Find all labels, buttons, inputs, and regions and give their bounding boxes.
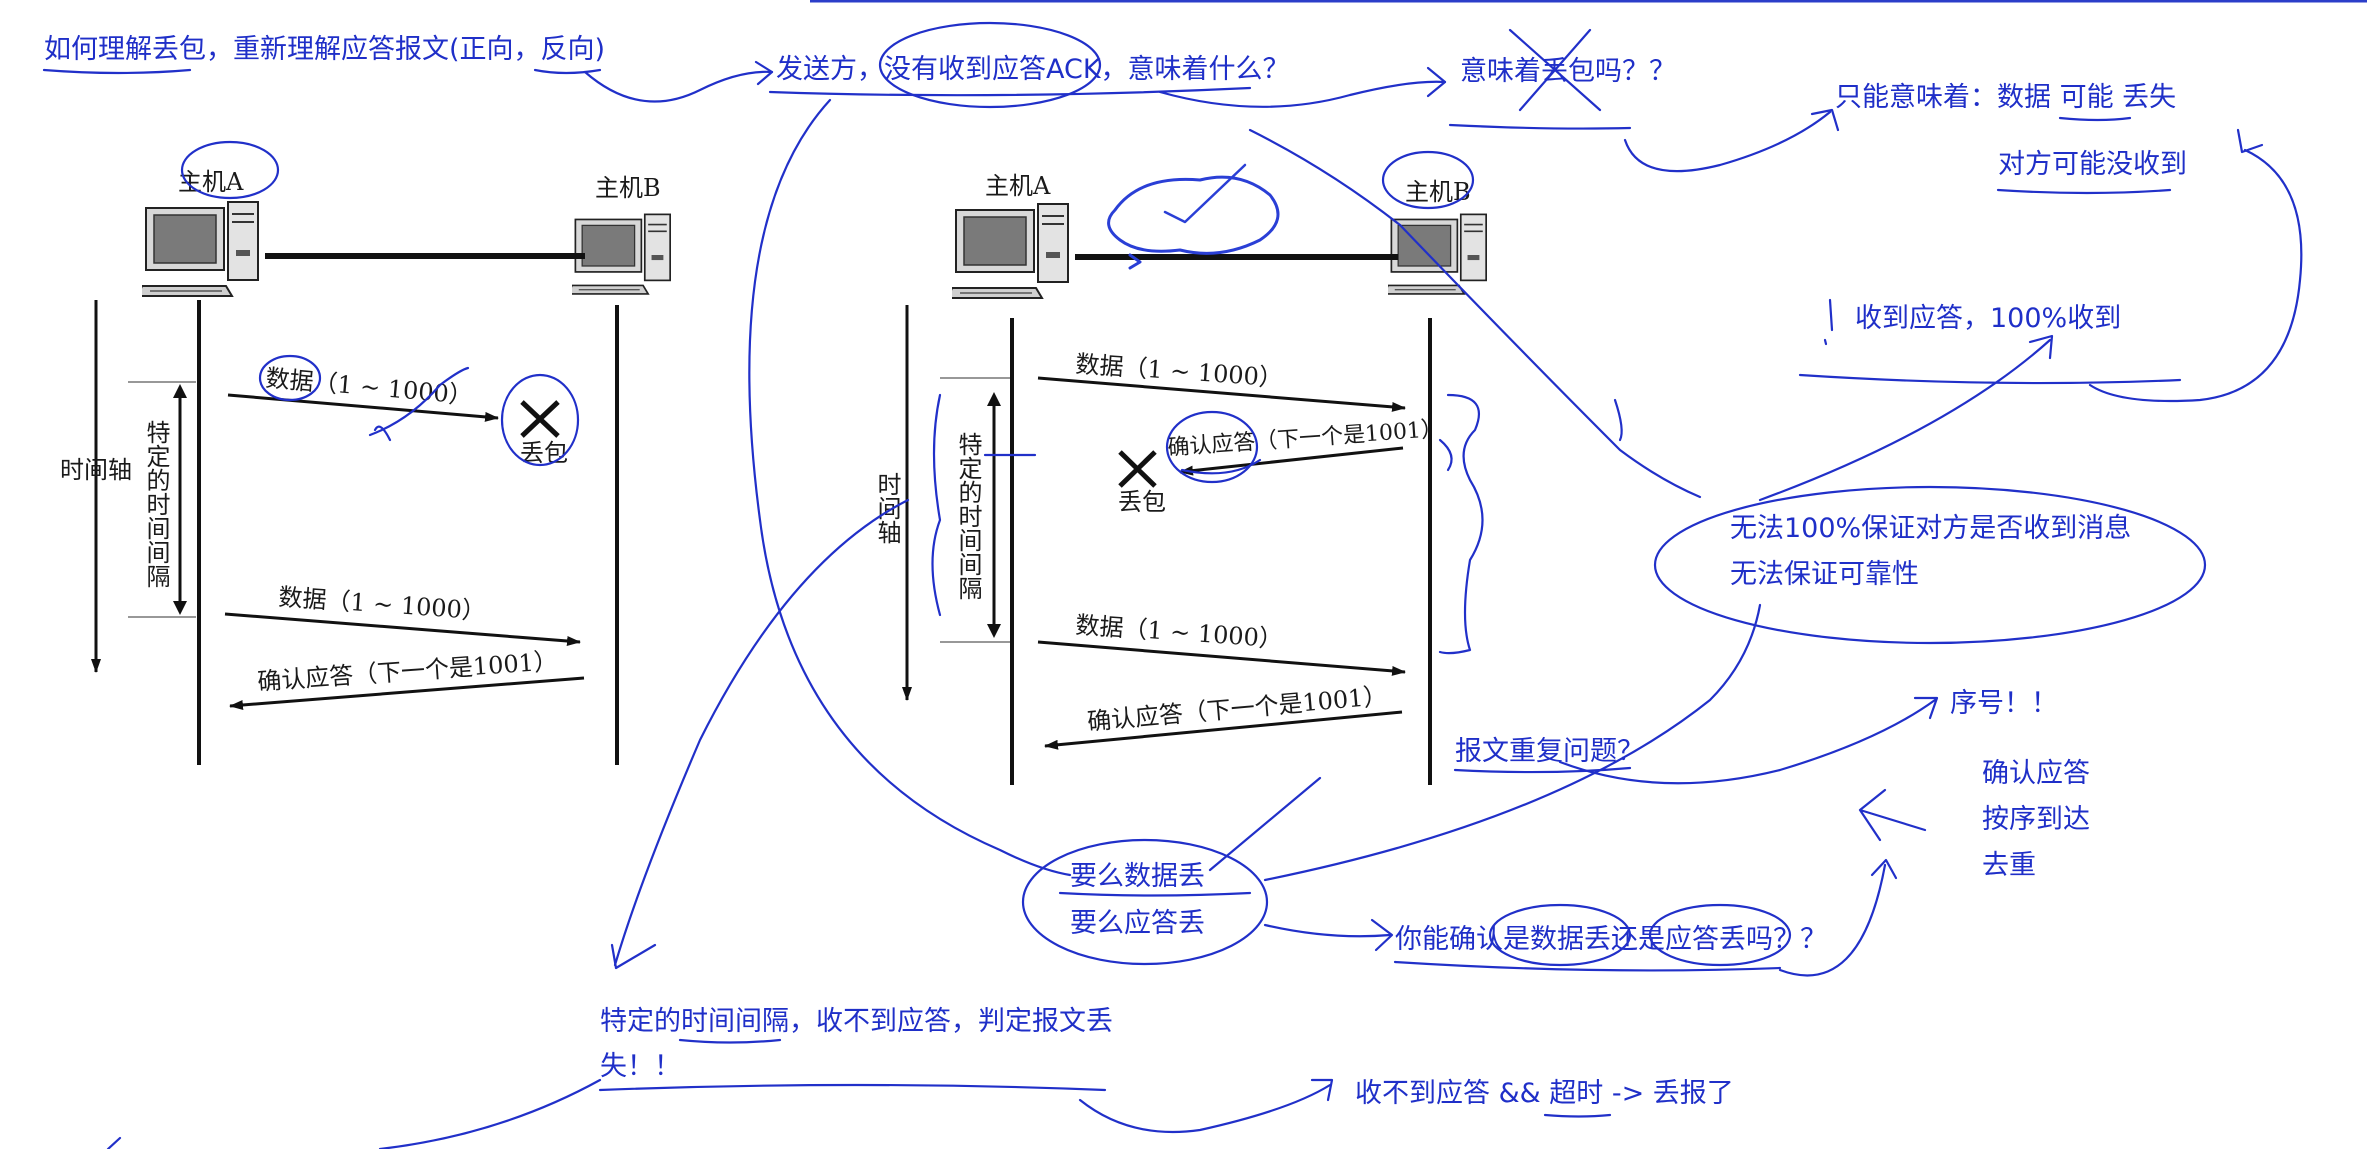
left-data-arrow-1 — [227, 393, 499, 422]
right-data-arrow-2 — [1037, 640, 1406, 676]
note-seq: 序号！！ — [1950, 688, 2058, 719]
note-cannot-guarantee-1: 无法100%保证对方是否收到消息 — [1730, 513, 2131, 544]
note-received-ack: 收到应答，100%收到 — [1855, 303, 2121, 334]
circle-left-host-a — [180, 140, 280, 200]
arrow-to-can-you-tell — [1263, 923, 1392, 938]
note-duplicate: 报文重复问题？ — [1455, 736, 1644, 767]
right-data-label-1: 数据（1 ~ 1000） — [1075, 350, 1284, 392]
cloud-icon — [1107, 175, 1280, 255]
left-time-axis-label: 时间轴 — [60, 456, 132, 484]
note-feature-ack: 确认应答 — [1982, 758, 2090, 789]
right-interval-label: 特定的时间间隔 — [954, 432, 982, 600]
left-loss-x-icon — [520, 400, 560, 438]
loop-right — [2088, 148, 2303, 403]
note-timeout-rule-2: 失！！ — [600, 1051, 681, 1082]
circle-no-ack — [878, 21, 1102, 109]
right-host-a-computer-icon — [952, 203, 1069, 299]
left-diagram: 主机A 主机B 时间轴 特定的时间间隔 数据（1 ~ 1000） 丢包 数据（1… — [60, 168, 672, 765]
left-data-label-1: 数据（1 ~ 1000） — [264, 364, 473, 410]
note-timeout-rule-1: 特定的时间间隔，收不到应答，判定报文丢 — [600, 1006, 1113, 1037]
right-time-axis-label: 时间轴 — [873, 472, 901, 544]
left-ack-label: 确认应答（下一个是1001） — [256, 647, 558, 696]
right-ack-arrow-2 — [1044, 710, 1403, 750]
arrow-title-to-sender — [583, 70, 774, 103]
underline-title-1 — [42, 68, 192, 75]
arrow-either-to-ellipse — [1263, 603, 1762, 882]
check-icon — [1163, 163, 1247, 224]
right-ack-arrow-1 — [1179, 446, 1404, 476]
note-sender-question: 发送方，没有收到应答ACK，意味着什么？ — [776, 54, 1290, 85]
right-lost-label: 丢包 — [1118, 488, 1166, 516]
arrow-to-conclusion — [1078, 1083, 1332, 1134]
arrow-to-only-means — [1623, 110, 1832, 173]
circle-right-host-b — [1381, 150, 1475, 210]
note-either-ack: 要么应答丢 — [1070, 908, 1205, 939]
right-diagram: 主机A 主机B 时间轴 特定的时间间隔 数据（1 ~ 1000） 确认应答（下一… — [873, 172, 1488, 785]
left-host-a-label: 主机A — [178, 168, 244, 196]
note-feature-dedup: 去重 — [1982, 850, 2036, 881]
note-either-data: 要么数据丢 — [1070, 861, 1205, 892]
arrow-to-means-loss — [1158, 80, 1447, 108]
curve-host-b-to-ellipse — [1398, 223, 1702, 499]
note-peer-may-not: 对方可能没收到 — [1998, 149, 2187, 180]
curve-to-timeout-rule — [613, 498, 910, 967]
circle-either — [1021, 838, 1269, 966]
circle-left-loss — [500, 373, 580, 467]
circle-cannot-guarantee — [1653, 485, 2207, 645]
note-cannot-guarantee-2: 无法保证可靠性 — [1730, 559, 1919, 590]
right-host-a-label: 主机A — [985, 172, 1051, 200]
left-data-arrow-2 — [224, 612, 581, 646]
arrow-to-seq — [1558, 698, 1937, 785]
underline-sender-question — [768, 86, 1252, 97]
note-only-means: 只能意味着：数据 可能 丢失 — [1835, 82, 2176, 113]
note-title: 如何理解丢包，重新理解应答报文(正向，反向) — [44, 34, 605, 65]
left-data-label-2: 数据（1 ~ 1000） — [278, 583, 487, 625]
note-can-you-tell: 你能确认是数据丢还是应答丢吗？？ — [1395, 924, 1827, 955]
handwritten-notes: 如何理解丢包，重新理解应答报文(正向，反向) 发送方，没有收到应答ACK，意味着… — [44, 34, 2187, 1109]
left-interval-label: 特定的时间间隔 — [142, 420, 170, 588]
right-host-b-label: 主机B — [1405, 178, 1471, 206]
right-ack-label-1: 确认应答（下一个是1001） — [1167, 417, 1444, 461]
right-data-arrow-1 — [1037, 376, 1406, 412]
left-host-b-label: 主机B — [595, 174, 661, 202]
right-loss-x-icon — [1118, 450, 1157, 488]
left-ack-arrow — [229, 676, 585, 710]
left-host-a-computer-icon — [142, 201, 259, 297]
note-feature-order: 按序到达 — [1982, 804, 2090, 835]
pen-strokes — [42, 21, 2303, 1149]
arrow-to-received — [1758, 338, 2052, 502]
underline-title-2 — [533, 68, 602, 75]
cross-out-loss — [1508, 28, 1602, 112]
brace-right-lifeline — [1438, 393, 1484, 655]
note-conclusion: 收不到应答 && 超时 -> 丢报了 — [1355, 1078, 1734, 1109]
arrow-to-features — [1778, 863, 1887, 977]
